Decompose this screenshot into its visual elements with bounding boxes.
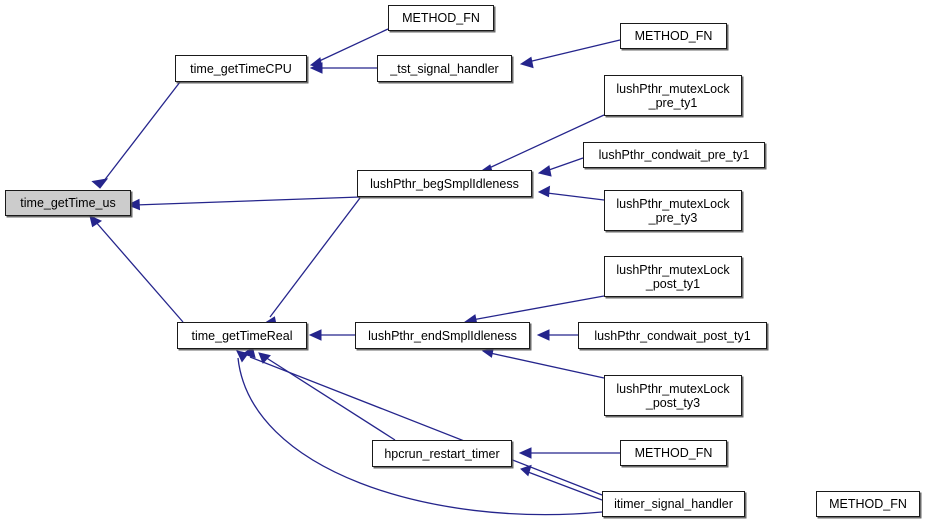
graph-node-label: METHOD_FN <box>829 497 907 511</box>
graph-node-time_getTimeReal[interactable]: time_getTimeReal <box>177 322 307 349</box>
graph-node-lushPthr_endSmplIdleness[interactable]: lushPthr_endSmplIdleness <box>355 322 530 349</box>
graph-arrowhead-method_fn_top-to-time_getTimeCPU <box>309 57 323 69</box>
graph-node-lushPthr_mutexLock_pre_ty1[interactable]: lushPthr_mutexLock _pre_ty1 <box>604 75 742 116</box>
graph-node-lushPthr_mutexLock_pre_ty3[interactable]: lushPthr_mutexLock _pre_ty3 <box>604 190 742 231</box>
graph-node-label: lushPthr_mutexLock _pre_ty3 <box>616 196 730 225</box>
graph-node-label: lushPthr_begSmplIdleness <box>370 176 519 191</box>
graph-arrowhead-lushPthr_condwait_pre_ty1-to-lushPthr_begSmplIdleness <box>537 165 552 177</box>
graph-edge-itimer_signal_handler-to-time_getTimeReal_curve <box>237 357 603 516</box>
graph-node-label: hpcrun_restart_timer <box>384 446 500 461</box>
graph-edge-hpcrun_restart_timer-to-time_getTimeReal <box>264 356 396 441</box>
graph-arrowhead-method_fn_restart-to-hpcrun_restart_timer <box>518 447 532 459</box>
graph-arrowhead-lushPthr_endSmplIdleness-to-time_getTimeReal <box>308 329 322 341</box>
graph-node-method_fn_tst[interactable]: METHOD_FN <box>620 23 727 49</box>
graph-arrowhead-itimer_signal_handler-to-time_getTimeReal_curve <box>236 350 249 363</box>
graph-node-label: time_getTimeReal <box>191 328 293 343</box>
graph-node-time_getTime_us[interactable]: time_getTime_us <box>5 190 131 216</box>
graph-edge-time_getTimeCPU-to-time_getTime_us <box>99 81 181 187</box>
graph-arrowhead-itimer_signal_handler-to-hpcrun_restart_timer <box>520 464 532 477</box>
graph-node-itimer_signal_handler[interactable]: itimer_signal_handler <box>602 491 745 517</box>
graph-arrowhead-method_fn_tst-to-tst_signal_handler <box>519 56 534 69</box>
graph-node-method_fn_restart[interactable]: METHOD_FN <box>620 440 727 466</box>
graph-arrowhead-lushPthr_mutexLock_pre_ty3-to-lushPthr_begSmplIdleness <box>537 185 551 198</box>
graph-arrowhead-hpcrun_restart_timer-to-time_getTimeReal <box>258 352 271 364</box>
graph-node-label: METHOD_FN <box>634 29 713 43</box>
graph-node-time_getTimeCPU[interactable]: time_getTimeCPU <box>175 55 307 82</box>
graph-arrowhead-itimer_signal_handler-to-time_getTimeReal <box>241 346 256 359</box>
graph-edge-lushPthr_condwait_pre_ty1-to-lushPthr_begSmplIdleness <box>545 157 584 172</box>
graph-node-label: METHOD_FN <box>634 446 713 460</box>
graph-edge-lushPthr_mutexLock_pre_ty3-to-lushPthr_begSmplIdleness <box>546 192 605 201</box>
graph-edge-lushPthr_mutexLock_post_ty1-to-lushPthr_endSmplIdleness <box>471 295 605 321</box>
graph-edge-method_fn_tst-to-tst_signal_handler <box>527 39 621 63</box>
graph-node-lushPthr_condwait_post_ty1[interactable]: lushPthr_condwait_post_ty1 <box>578 322 767 349</box>
graph-node-label: lushPthr_mutexLock _pre_ty1 <box>616 81 730 110</box>
graph-arrowhead-time_getTimeCPU-to-time_getTime_us <box>91 178 109 189</box>
graph-edge-lushPthr_mutexLock_post_ty3-to-lushPthr_endSmplIdleness <box>489 352 605 379</box>
graph-edge-time_getTimeReal-to-time_getTime_us <box>94 220 184 323</box>
graph-edge-itimer_signal_handler-to-time_getTimeReal <box>249 356 603 496</box>
graph-arrowhead-lushPthr_condwait_post_ty1-to-lushPthr_endSmplIdleness <box>536 329 550 341</box>
graph-node-label: METHOD_FN <box>402 11 480 25</box>
graph-node-label: lushPthr_mutexLock _post_ty1 <box>616 262 730 291</box>
graph-node-label: lushPthr_mutexLock _post_ty3 <box>616 381 730 410</box>
graph-node-method_fn_itimer[interactable]: METHOD_FN <box>816 491 920 517</box>
graph-node-label: _tst_signal_handler <box>390 61 499 76</box>
graph-node-tst_signal_handler[interactable]: _tst_signal_handler <box>377 55 512 82</box>
graph-node-lushPthr_begSmplIdleness[interactable]: lushPthr_begSmplIdleness <box>357 170 532 197</box>
graph-node-lushPthr_mutexLock_post_ty1[interactable]: lushPthr_mutexLock _post_ty1 <box>604 256 742 297</box>
graph-node-lushPthr_condwait_pre_ty1[interactable]: lushPthr_condwait_pre_ty1 <box>583 142 765 168</box>
graph-node-lushPthr_mutexLock_post_ty3[interactable]: lushPthr_mutexLock _post_ty3 <box>604 375 742 416</box>
graph-node-label: lushPthr_endSmplIdleness <box>368 328 517 343</box>
graph-arrowhead-tst_signal_handler-to-time_getTimeCPU <box>309 62 323 74</box>
graph-node-label: lushPthr_condwait_post_ty1 <box>594 328 751 343</box>
graph-edge-itimer_signal_handler-to-hpcrun_restart_timer <box>527 471 603 501</box>
graph-node-label: time_getTimeCPU <box>190 61 292 76</box>
graph-node-label: lushPthr_condwait_pre_ty1 <box>598 148 750 162</box>
graph-node-label: time_getTime_us <box>20 196 116 210</box>
graph-edge-lushPthr_begSmplIdleness-to-time_getTime_us <box>134 196 361 206</box>
graph-node-label: itimer_signal_handler <box>614 497 733 511</box>
graph-node-method_fn_top[interactable]: METHOD_FN <box>388 5 494 31</box>
graph-node-hpcrun_restart_timer[interactable]: hpcrun_restart_timer <box>372 440 512 467</box>
graph-arrowhead-time_getTimeReal-to-time_getTime_us <box>89 215 103 228</box>
graph-edge-lushPthr_begSmplIdleness-to-time_getTimeReal <box>269 197 361 318</box>
